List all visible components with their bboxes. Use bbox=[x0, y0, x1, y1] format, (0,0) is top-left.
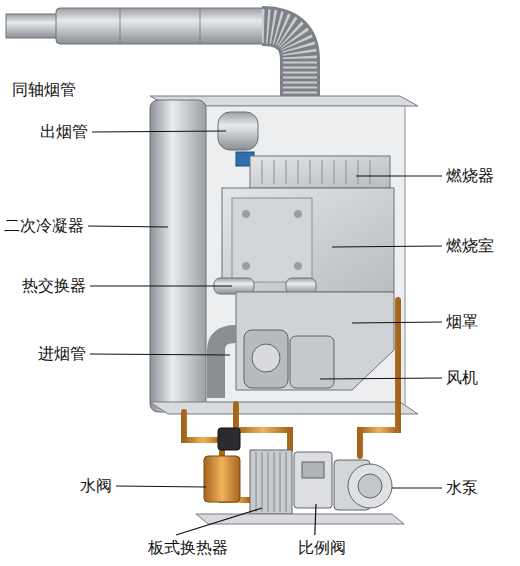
leader-line bbox=[392, 487, 442, 488]
leader-line bbox=[352, 322, 442, 323]
leader-line bbox=[116, 486, 206, 487]
part-label: 热交换器 bbox=[22, 276, 86, 296]
part-label: 风机 bbox=[446, 368, 478, 388]
part-label: 二次冷凝器 bbox=[4, 216, 84, 236]
leader-line bbox=[90, 285, 232, 286]
leader-line bbox=[356, 175, 442, 176]
leader-line bbox=[90, 354, 230, 355]
leader-line bbox=[332, 246, 442, 247]
leader-line bbox=[320, 378, 442, 379]
leader-line bbox=[315, 504, 316, 535]
part-label: 水泵 bbox=[446, 478, 478, 498]
leader-line bbox=[92, 131, 226, 132]
part-label: 比例阀 bbox=[298, 538, 346, 558]
part-label: 燃烧室 bbox=[446, 236, 494, 256]
leader-line bbox=[176, 508, 262, 535]
part-label: 水阀 bbox=[80, 476, 112, 496]
part-label: 板式换热器 bbox=[148, 538, 228, 558]
part-label: 烟罩 bbox=[446, 312, 478, 332]
leader-line bbox=[88, 226, 168, 227]
part-label: 燃烧器 bbox=[446, 166, 494, 186]
part-label: 同轴烟管 bbox=[12, 80, 76, 100]
part-label: 出烟管 bbox=[40, 122, 88, 142]
part-label: 进烟管 bbox=[38, 344, 86, 364]
